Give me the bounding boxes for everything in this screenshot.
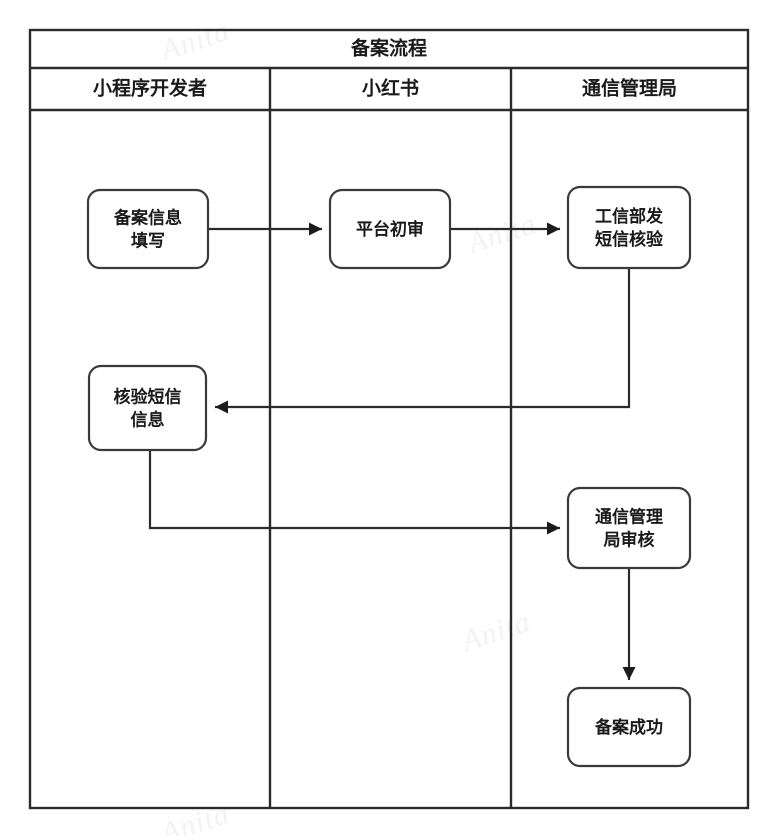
node-authority-review-label: 局审核 xyxy=(604,530,655,550)
watermark-text: Anita xyxy=(155,797,234,836)
node-platform-review[interactable]: 平台初审 xyxy=(328,188,452,270)
lane-header-lane-developer: 小程序开发者 xyxy=(93,76,207,99)
node-platform-review-label: 平台初审 xyxy=(356,219,424,239)
diagram-title: 备案流程 xyxy=(350,36,427,59)
arrow-head xyxy=(309,222,322,236)
node-miit-sms-label: 工信部发 xyxy=(595,206,664,226)
node-fill-info-label: 备案信息 xyxy=(113,208,182,228)
node-miit-sms-shape xyxy=(566,185,692,270)
node-fill-info-label: 填写 xyxy=(131,231,165,251)
node-verify-sms-shape xyxy=(87,364,208,452)
diagram-outer-frame xyxy=(28,28,750,810)
node-verify-sms-label: 核验短信 xyxy=(114,387,182,407)
arrow-head xyxy=(547,222,560,236)
arrow-head xyxy=(622,667,636,680)
node-filing-success[interactable]: 备案成功 xyxy=(566,686,692,768)
label-layer: 小程序开发者 小红书 通信管理局 备案流程 xyxy=(93,36,677,99)
connector-layer xyxy=(148,222,636,680)
node-filing-success-shape xyxy=(566,686,692,768)
arrow-head xyxy=(547,521,560,535)
swimlane-frame xyxy=(28,28,750,810)
node-authority-review-label: 通信管理 xyxy=(595,507,663,527)
node-filing-success-label: 备案成功 xyxy=(594,717,663,737)
node-authority-review-shape xyxy=(566,486,692,570)
connector-edge-sms-to-verify xyxy=(215,268,631,409)
watermark-text: Anita xyxy=(456,605,535,659)
watermark-text: Anita xyxy=(155,14,234,68)
connector-edge-verify-to-authority xyxy=(148,450,560,530)
lane-header-lane-authority: 通信管理局 xyxy=(582,76,677,99)
watermark-text: Anita xyxy=(462,207,541,261)
lane-header-lane-xiaohongshu: 小红书 xyxy=(362,76,419,99)
node-verify-sms-label: 信息 xyxy=(131,410,165,430)
node-fill-info-shape xyxy=(86,188,210,270)
node-platform-review-shape xyxy=(328,188,452,270)
node-miit-sms-label: 短信核验 xyxy=(595,229,664,249)
arrow-head xyxy=(215,400,228,414)
